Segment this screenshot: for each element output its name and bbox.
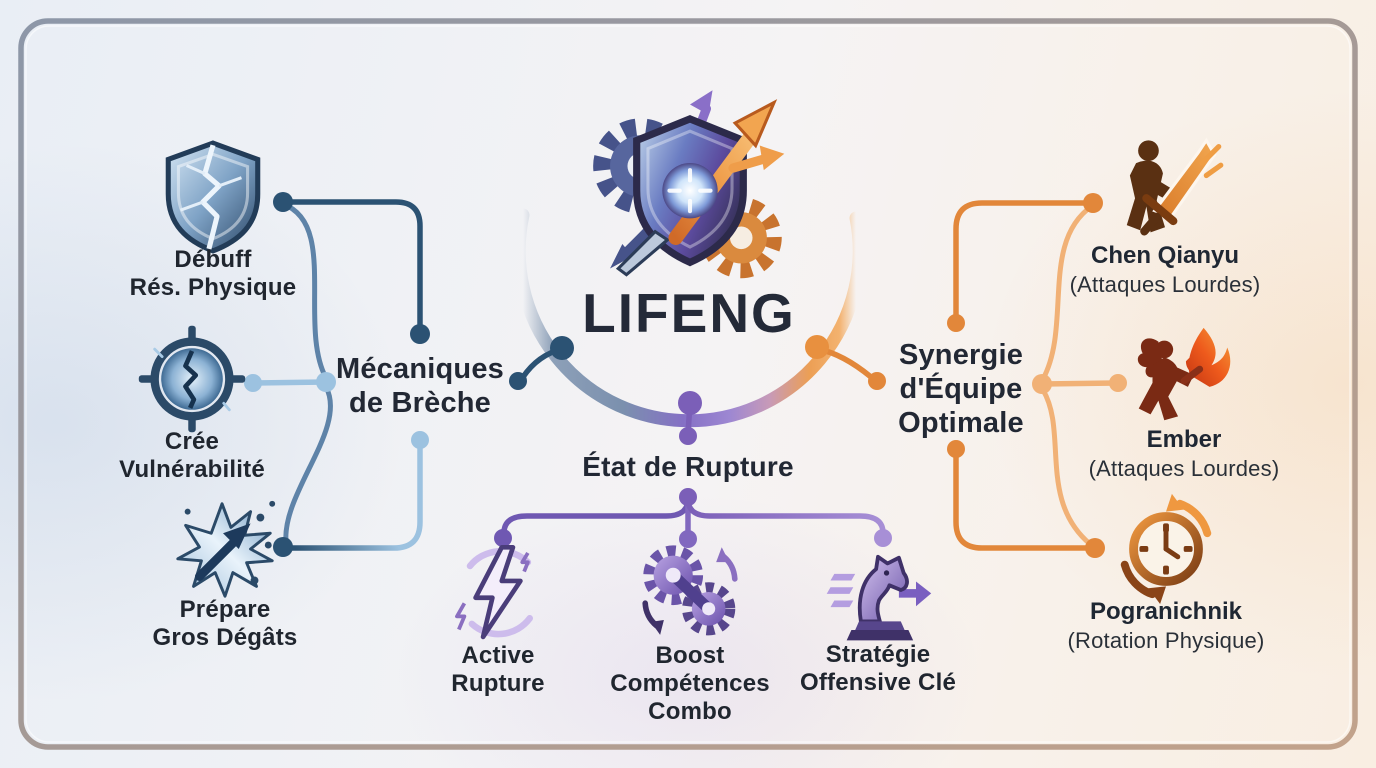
node-label-boost-combo: Boost Compétences Combo — [610, 642, 770, 725]
node-label-prepare: Prépare Gros Dégâts — [152, 596, 298, 651]
page-title: LIFENG — [582, 282, 796, 344]
shield-arrows-gears-logo — [588, 82, 793, 287]
burst-arrow-icon — [166, 490, 284, 608]
person-role: (Rotation Physique) — [1067, 628, 1265, 653]
person-pogranichnik: Pogranichnik (Rotation Physique) — [1016, 598, 1316, 654]
person-chen-qianyu: Chen Qianyu (Attaques Lourdes) — [1015, 242, 1315, 298]
fire-woman-icon — [1123, 318, 1241, 436]
cracked-shield-icon — [152, 135, 274, 257]
person-ember: Ember (Attaques Lourdes) — [1034, 426, 1334, 482]
branch-label-synergie: Synergie d'Équipe Optimale — [898, 339, 1024, 439]
lightning-icon — [442, 538, 554, 650]
node-label-strategie: Stratégie Offensive Clé — [800, 641, 956, 696]
node-label-debuff: Débuff Rés. Physique — [129, 246, 297, 301]
cracked-target-icon — [136, 323, 248, 435]
node-label-vulnerabilite: Crée Vulnérabilité — [119, 428, 265, 483]
clock-rotation-icon — [1107, 488, 1225, 606]
node-label-active-rupture: Active Rupture — [451, 642, 545, 697]
person-name: Pogranichnik — [1089, 598, 1243, 625]
person-name: Chen Qianyu — [1090, 242, 1240, 269]
person-role: (Attaques Lourdes) — [1088, 456, 1280, 481]
branch-label-etat-de-rupture: État de Rupture — [582, 451, 794, 482]
person-role: (Attaques Lourdes) — [1069, 272, 1261, 297]
linked-gears-icon — [634, 536, 746, 648]
warrior-sword-icon — [1103, 128, 1227, 252]
chess-knight-icon — [821, 534, 935, 648]
person-name: Ember — [1146, 426, 1222, 453]
branch-label-mecaniques: Mécaniques de Brèche — [336, 353, 504, 419]
